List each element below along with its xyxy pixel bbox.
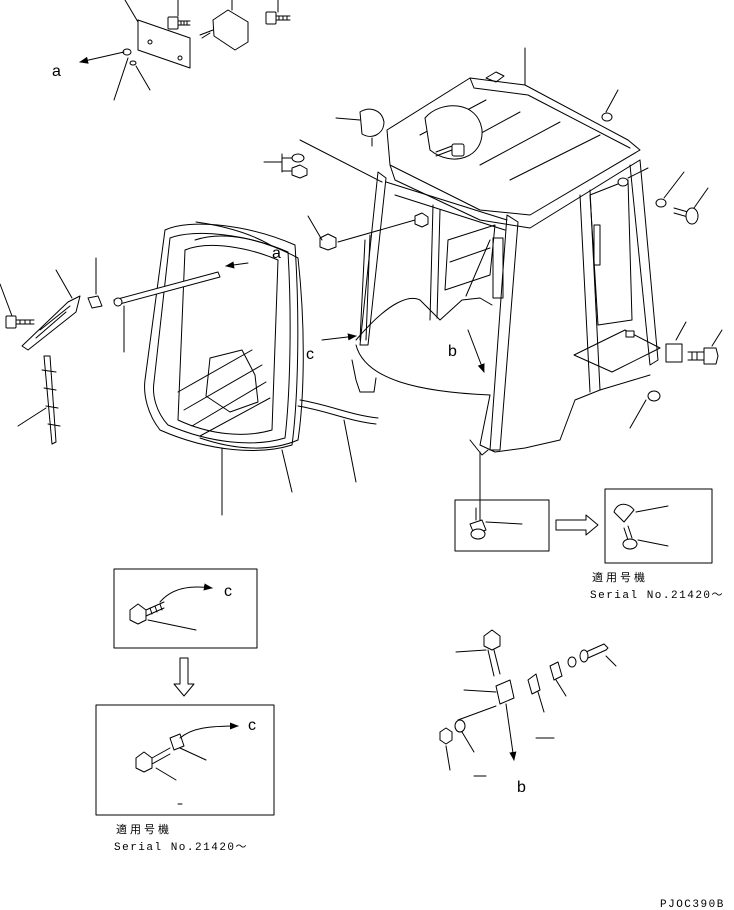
callout-label-c-before: c (224, 583, 232, 600)
detail-box-cab-mount-after (604, 488, 713, 564)
shim-plate (527, 673, 541, 695)
cap-icon (613, 503, 635, 523)
nut-icon (319, 233, 337, 251)
cab-roof (386, 77, 641, 216)
grommet-icon (647, 390, 661, 402)
bolt-icon (135, 747, 171, 773)
nut-icon (291, 164, 308, 179)
bolt-icon (129, 601, 165, 625)
front-left-pillar (359, 171, 387, 346)
door-handle (593, 224, 601, 266)
wiper-arm (21, 295, 81, 351)
detail-frame (454, 499, 550, 552)
shim-plate (549, 661, 563, 681)
applicable-serial-heading-left: 適用号機 (116, 822, 172, 836)
reference-arrow-c-after (179, 722, 239, 739)
plate-tab (625, 330, 635, 338)
mirror-clamp (212, 9, 249, 51)
washer-icon (454, 719, 466, 733)
serial-number-right: Serial No.21420〜 (590, 590, 724, 602)
transition-arrow-right (555, 514, 599, 536)
cab-assembly: c b (263, 47, 723, 456)
windshield-assembly: a (144, 221, 379, 516)
serial-number-left: Serial No.21420〜 (114, 842, 248, 854)
washer-icon (617, 177, 629, 187)
nut-icon (414, 212, 429, 228)
windshield-outer-frame (144, 223, 299, 451)
bolt-icon (5, 315, 35, 329)
nut-icon (439, 727, 453, 745)
callout-label-b-exploded: b (517, 779, 526, 796)
transition-arrow-down (173, 657, 195, 697)
reference-arrow-c-before (159, 583, 213, 603)
detail-box-c-after: c (95, 704, 275, 816)
weather-strip (299, 399, 379, 419)
washer-icon (291, 153, 305, 163)
detail-frame (95, 704, 275, 816)
bolt-icon (579, 643, 609, 663)
side-bracket (665, 343, 683, 363)
detail-frame (113, 568, 258, 649)
front-right-pillar (489, 214, 519, 451)
reference-arrow-c (321, 333, 357, 341)
wiper-clip (87, 295, 103, 309)
wiper-blade (43, 355, 57, 445)
bolt-icon (469, 507, 487, 540)
lamp-housing (359, 108, 385, 137)
washer-icon (129, 60, 137, 66)
wiper-assembly (0, 257, 221, 445)
washer-icon (655, 198, 667, 208)
bolt-icon (435, 143, 465, 157)
roof-lug (485, 71, 505, 83)
bolt-icon (622, 525, 638, 550)
reference-arrow-a (79, 51, 125, 64)
mount-block (495, 679, 515, 705)
nut-icon (601, 112, 613, 122)
detail-box-cab-mount-before (454, 451, 550, 552)
windshield-glass (177, 244, 279, 435)
detail-frame (604, 488, 713, 564)
reference-arrow-a-wiper (225, 261, 249, 269)
callout-label-c-cab: c (306, 346, 314, 363)
drawing-id: PJOC390B (660, 899, 725, 910)
washer-icon (567, 656, 577, 668)
wiper-arm-rod (113, 271, 221, 306)
work-lamp (424, 105, 483, 160)
applicable-serial-heading-right: 適用号機 (592, 570, 648, 584)
bracket-hole (177, 55, 183, 61)
rod-end (113, 297, 123, 307)
side-plate (573, 329, 661, 373)
mirror-bracket-group: a (52, 0, 291, 101)
exploded-b-hardware: b (439, 629, 617, 796)
mirror-bracket-plate (137, 19, 191, 69)
cab-mount (351, 359, 377, 393)
bolt-icon (265, 11, 291, 25)
callout-label-c-after: c (248, 717, 256, 734)
clamp-spring (199, 29, 214, 39)
callout-label-b-cab: b (448, 343, 457, 360)
callout-label-a-wiper: a (272, 245, 281, 262)
detail-box-c-before: c (113, 568, 258, 649)
bolt-icon (483, 629, 501, 677)
reference-arrow-b (467, 329, 485, 373)
bracket-hole (147, 39, 153, 45)
side-window (444, 224, 496, 291)
bolt-icon (687, 347, 719, 365)
callout-label-a-top: a (52, 63, 61, 80)
bolt-icon (167, 16, 191, 30)
rear-window (589, 179, 633, 326)
bolt-icon (673, 207, 699, 225)
pillar-slot (492, 237, 504, 299)
reference-arrow-b-exploded (505, 703, 517, 761)
